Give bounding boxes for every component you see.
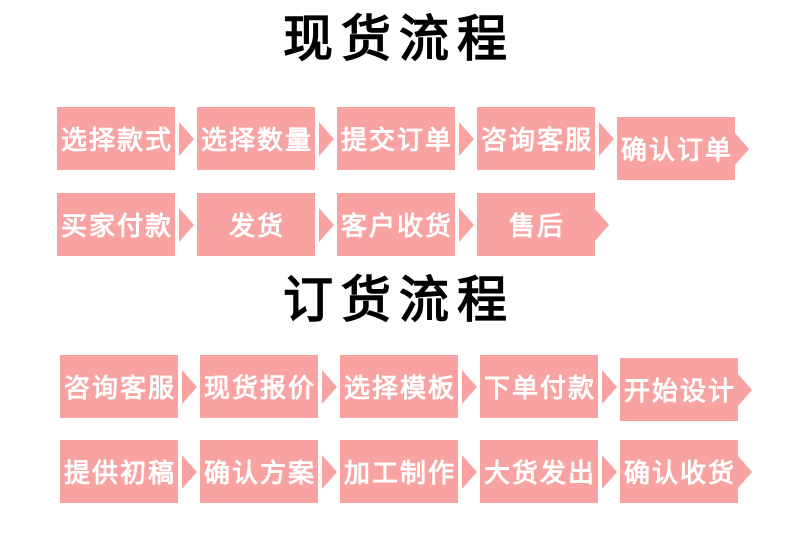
arrow-right-icon	[602, 369, 617, 404]
arrow-right-icon	[322, 369, 337, 404]
arrow-right-icon	[738, 455, 752, 488]
arrow-right-icon	[459, 121, 474, 156]
flow-step: 选择数量	[197, 107, 337, 170]
arrow-right-icon	[319, 207, 334, 242]
flow-step-box: 咨询客服	[477, 107, 595, 170]
arrow-right-icon	[459, 207, 474, 242]
flow-step-box: 提供初稿	[60, 440, 178, 503]
flow-step: 确认方案	[200, 440, 340, 503]
flow-step-label: 下单付款	[483, 373, 596, 403]
flow-step: 确认收货	[620, 440, 752, 503]
flow-step-box: 开始设计	[620, 358, 738, 421]
arrow-right-icon	[599, 121, 614, 156]
flow-step-box: 选择数量	[197, 107, 315, 170]
flow-step: 买家付款	[57, 193, 197, 256]
flow-step-label: 确认订单	[620, 135, 733, 165]
arrow-right-icon	[595, 208, 609, 241]
flow-step-box: 确认方案	[200, 440, 318, 503]
flow-step-box: 确认收货	[620, 440, 738, 503]
flow-step-label: 确认收货	[623, 458, 736, 488]
flow-step: 售后	[477, 193, 609, 256]
flow-step-box: 客户收货	[337, 193, 455, 256]
flow-row-spot-1: 选择款式 选择数量 提交订单 咨询客服 确认订单	[0, 107, 790, 180]
flow-step: 客户收货	[337, 193, 477, 256]
flow-step-box: 加工制作	[340, 440, 458, 503]
flow-step-box: 提交订单	[337, 107, 455, 170]
flow-step-label: 售后	[508, 211, 565, 241]
flow-row-order-1: 咨询客服 现货报价 选择模板 下单付款 开始设计	[0, 355, 790, 421]
flow-step-box: 大货发出	[480, 440, 598, 503]
flow-step: 开始设计	[620, 358, 752, 421]
flow-step-label: 客户收货	[340, 211, 453, 241]
flow-step-label: 咨询客服	[480, 125, 593, 155]
flow-step-box: 发货	[197, 193, 315, 256]
flow-step-box: 下单付款	[480, 355, 598, 418]
flow-step-label: 提供初稿	[63, 458, 176, 488]
arrow-right-icon	[319, 121, 334, 156]
flow-step: 选择款式	[57, 107, 197, 170]
flow-step-label: 买家付款	[60, 211, 173, 241]
flow-step: 选择模板	[340, 355, 480, 418]
flow-step-box: 咨询客服	[60, 355, 178, 418]
flow-row-spot-2: 买家付款 发货 客户收货 售后	[0, 193, 790, 256]
arrow-right-icon	[179, 121, 194, 156]
arrow-right-icon	[182, 369, 197, 404]
flow-step-label: 大货发出	[483, 458, 596, 488]
flow-step-label: 开始设计	[623, 376, 736, 406]
flow-step-box: 选择款式	[57, 107, 175, 170]
flow-step: 发货	[197, 193, 337, 256]
flow-step: 咨询客服	[60, 355, 200, 418]
flow-step-label: 现货报价	[203, 373, 316, 403]
arrow-right-icon	[322, 454, 337, 489]
flow-step-box: 售后	[477, 193, 595, 256]
section-title-order-process: 订货流程	[283, 272, 515, 328]
section-title-spot-process: 现货流程	[283, 11, 515, 67]
flow-step: 提交订单	[337, 107, 477, 170]
flow-step-label: 咨询客服	[63, 373, 176, 403]
flow-step-label: 提交订单	[340, 125, 453, 155]
flow-step-label: 选择数量	[200, 125, 313, 155]
arrow-right-icon	[179, 207, 194, 242]
flow-step: 确认订单	[617, 117, 749, 180]
flow-step-box: 现货报价	[200, 355, 318, 418]
flow-step-box: 确认订单	[617, 117, 735, 180]
flow-step-box: 选择模板	[340, 355, 458, 418]
flow-step: 加工制作	[340, 440, 480, 503]
arrow-right-icon	[735, 132, 749, 165]
flow-diagram-page: 现货流程 选择款式 选择数量 提交订单 咨询客服 确认订单 买家付款 发货	[0, 6, 790, 555]
flow-step: 现货报价	[200, 355, 340, 418]
arrow-right-icon	[462, 369, 477, 404]
flow-step-label: 选择模板	[343, 373, 456, 403]
flow-step-label: 发货	[228, 211, 285, 241]
arrow-right-icon	[738, 373, 752, 406]
flow-step-label: 加工制作	[343, 458, 456, 488]
flow-step-label: 确认方案	[203, 458, 316, 488]
flow-row-order-2: 提供初稿 确认方案 加工制作 大货发出 确认收货	[0, 440, 790, 503]
flow-step: 提供初稿	[60, 440, 200, 503]
flow-step: 下单付款	[480, 355, 620, 418]
arrow-right-icon	[462, 454, 477, 489]
flow-step: 大货发出	[480, 440, 620, 503]
flow-step: 咨询客服	[477, 107, 617, 170]
arrow-right-icon	[602, 454, 617, 489]
flow-step-label: 选择款式	[60, 125, 173, 155]
flow-step-box: 买家付款	[57, 193, 175, 256]
arrow-right-icon	[182, 454, 197, 489]
